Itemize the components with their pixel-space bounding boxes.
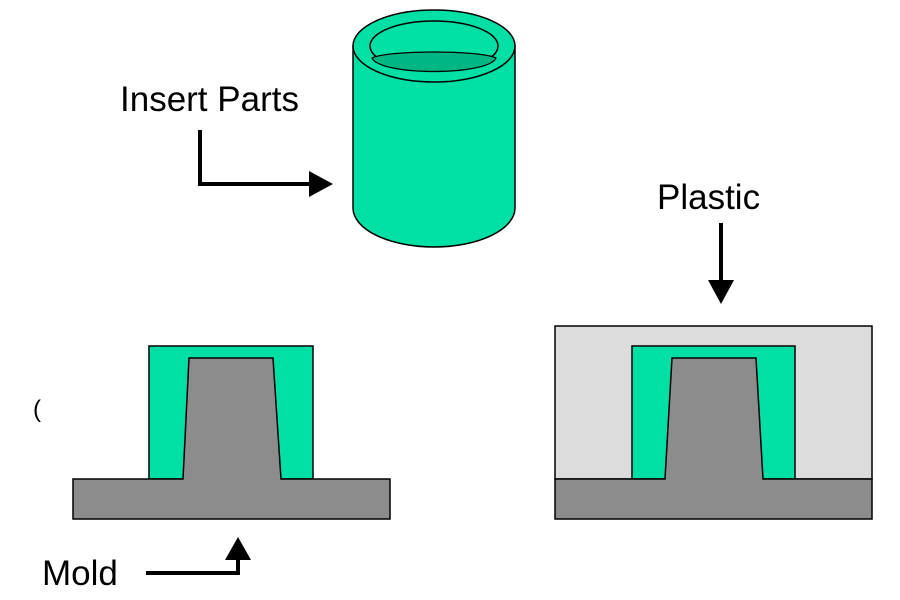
plastic-label: Plastic — [657, 178, 760, 217]
molded-assembly — [554, 325, 873, 520]
mold-arrow — [146, 537, 251, 575]
stray-mark: ( — [33, 396, 41, 423]
mold-with-insert — [72, 345, 391, 520]
mold-label: Mold — [42, 554, 118, 593]
mold-core-right — [554, 357, 873, 520]
plastic-arrow — [708, 223, 734, 304]
mold-core-left — [72, 357, 391, 520]
cylinder-inner-hole — [371, 51, 497, 73]
insert-parts-arrow — [198, 130, 333, 197]
insert-parts-label: Insert Parts — [120, 80, 299, 119]
insert-part-cylinder — [352, 9, 516, 248]
cylinder-body — [352, 45, 516, 248]
